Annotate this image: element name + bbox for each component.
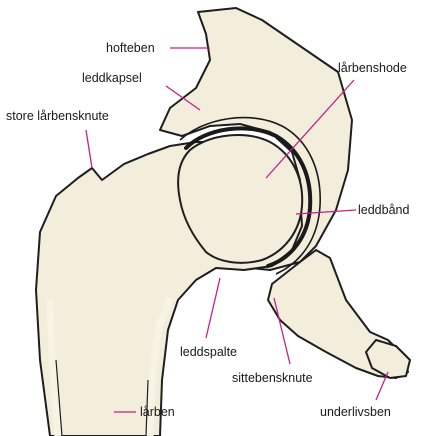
leader-store-lårbensknute — [86, 130, 92, 168]
label-leddbånd: leddbånd — [358, 203, 409, 217]
label-lårbenshode: lårbenshode — [338, 61, 407, 75]
label-leddspalte: leddspalte — [180, 345, 237, 359]
label-store-lårbensknute: store lårbensknute — [6, 109, 109, 123]
label-sittebensknute: sittebensknute — [232, 371, 313, 385]
label-hofteben: hofteben — [106, 41, 155, 55]
label-underlivsben: underlivsben — [320, 405, 391, 419]
label-lårben: lårben — [140, 405, 175, 419]
leader-leddspalte — [206, 278, 220, 338]
label-leddkapsel: leddkapsel — [82, 71, 142, 85]
